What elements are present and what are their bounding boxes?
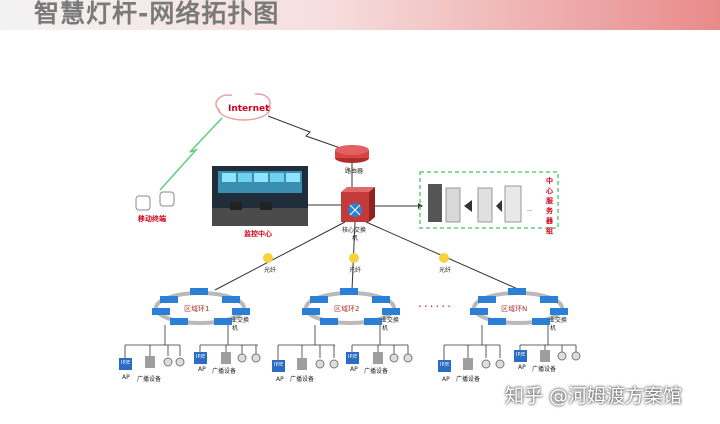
- fiber-label-2: 光纤: [349, 267, 362, 274]
- monitor-center-image: [212, 166, 308, 226]
- server-ellipsis: ...: [527, 206, 533, 213]
- ring-2-switch-label-2: 机: [382, 325, 389, 332]
- monitor-center-label: 监控中心: [244, 230, 272, 238]
- server-rack-icon: [428, 184, 522, 223]
- ip-label-2: IP/E: [196, 354, 206, 360]
- ring-n-switch-label-2: 机: [550, 325, 557, 332]
- ring-1: [152, 288, 250, 325]
- ap-label-3: AP: [276, 376, 284, 383]
- ring-2: [302, 288, 400, 325]
- ap-label-1: AP: [122, 374, 130, 381]
- title-band: [0, 0, 720, 30]
- mobile-terminal-icon: [135, 191, 175, 211]
- ip-label-5: IP/E: [440, 362, 450, 368]
- ip-label-3: IP/E: [274, 362, 284, 368]
- ring-1-switch-label-1: 业交换: [231, 317, 250, 324]
- router-icon: [335, 145, 369, 163]
- broadcast-label-1: 广播设备: [137, 376, 162, 383]
- wan-link: [267, 115, 347, 151]
- watermark: 知乎 @河姆渡方案馆: [505, 385, 683, 407]
- fiber-label-3: 光纤: [439, 267, 452, 274]
- server-group-label: 中心服务器组: [546, 177, 553, 235]
- mobile-terminal-label: 移动终端: [138, 215, 166, 223]
- internet-cloud-icon: [215, 91, 271, 121]
- page-title: 智慧灯杆-网络拓扑图: [34, 0, 280, 28]
- ip-label-4: IP/E: [348, 354, 358, 360]
- fiber-label-1: 光纤: [264, 267, 277, 274]
- ap-label-2: AP: [198, 366, 206, 373]
- broadcast-label-6: 广播设备: [532, 366, 557, 373]
- ap-label-5: AP: [442, 376, 450, 383]
- ip-label-1: IP/E: [121, 360, 131, 366]
- ap-label-4: AP: [350, 366, 358, 373]
- ring-1-switch-label-2: 机: [232, 325, 239, 332]
- ring-n: [470, 288, 568, 325]
- core-switch-label-2: 机: [352, 235, 359, 242]
- fiber-icon: [263, 253, 449, 263]
- broadcast-label-4: 广播设备: [364, 368, 389, 375]
- ring-2-label: 区域环2: [334, 305, 360, 313]
- ring-2-switch-label-1: 业交换: [381, 317, 400, 324]
- core-switch-icon: [341, 187, 375, 222]
- ring-1-label: 区域环1: [184, 305, 210, 313]
- ap-label-6: AP: [518, 364, 526, 371]
- ip-label-6: IP/E: [516, 352, 526, 358]
- broadcast-label-3: 广播设备: [290, 376, 315, 383]
- broadcast-label-2: 广播设备: [212, 368, 237, 375]
- ring-n-label: 区域环N: [501, 305, 528, 313]
- internet-label: Internet: [228, 104, 270, 114]
- wireless-link: [159, 117, 223, 191]
- more-rings-ellipsis: ......: [418, 296, 453, 310]
- router-label: 路由器: [345, 168, 364, 175]
- device-icons: [119, 350, 581, 372]
- broadcast-label-5: 广播设备: [456, 376, 481, 383]
- server-group-box: [419, 171, 559, 229]
- core-switch-label-1: 核心交换: [342, 227, 367, 234]
- ring-n-switch-label-1: 业交换: [549, 317, 568, 324]
